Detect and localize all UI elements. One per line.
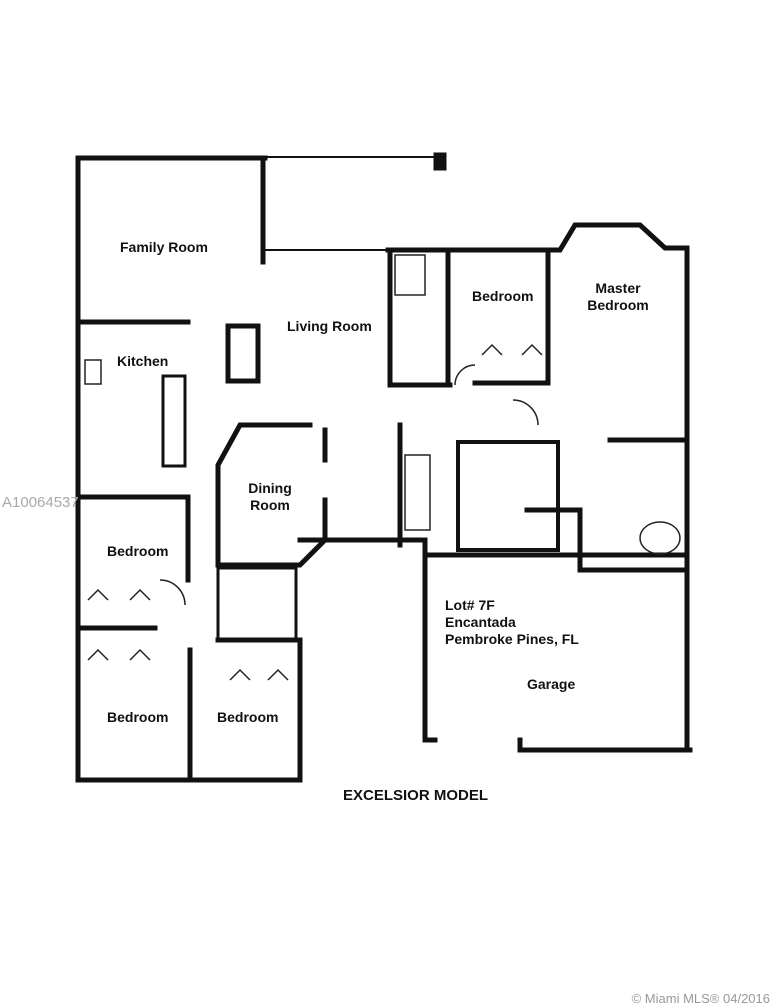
room-label-bedroom-top: Bedroom	[472, 288, 534, 304]
room-label-bedroom-left: Bedroom	[107, 543, 169, 559]
copyright-notice: © Miami MLS® 04/2016	[631, 991, 770, 1006]
room-label-living-room: Living Room	[287, 318, 372, 334]
room-label-dining-1: Dining	[248, 480, 292, 496]
lot-number: Lot# 7F	[445, 597, 495, 613]
walls	[75, 152, 693, 783]
listing-watermark: A10064537	[2, 494, 79, 511]
lot-city: Pembroke Pines, FL	[445, 631, 579, 647]
model-title: EXCELSIOR MODEL	[343, 787, 489, 804]
room-label-bedroom-bottom-left: Bedroom	[107, 709, 169, 725]
lot-community: Encantada	[445, 614, 516, 630]
fixtures	[84, 254, 681, 681]
room-label-kitchen: Kitchen	[117, 353, 169, 369]
room-label-garage: Garage	[527, 676, 576, 692]
room-label-master-1: Master	[595, 280, 641, 296]
room-label-dining-2: Room	[250, 497, 290, 513]
room-label-family-room: Family Room	[120, 239, 208, 255]
room-label-bedroom-bottom-mid: Bedroom	[217, 709, 279, 725]
room-label-master-2: Bedroom	[587, 297, 649, 313]
